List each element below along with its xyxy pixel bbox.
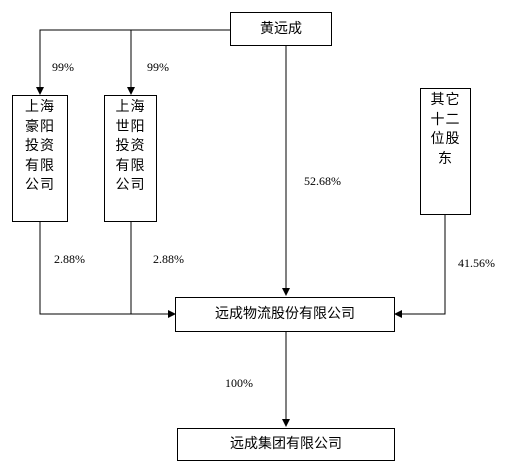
edge-haoyang-to-logistics xyxy=(39,222,176,318)
node-yuancheng-logistics: 远成物流股份有限公司 xyxy=(175,297,395,332)
node-yuancheng-group: 远成集团有限公司 xyxy=(177,428,395,461)
edge-label-shiyang-to-logistics: 2.88% xyxy=(153,252,184,266)
node-huang-yuancheng: 黄远成 xyxy=(230,12,332,46)
node-shanghai-haoyang-label: 上海豪阳投资有限公司 xyxy=(25,99,55,193)
edge-others-to-logistics xyxy=(394,215,446,318)
edge-label-others-to-logistics: 41.56% xyxy=(458,256,495,270)
node-yuancheng-logistics-label: 远成物流股份有限公司 xyxy=(215,306,355,322)
edge-label-huang-to-haoyang: 99% xyxy=(52,60,74,74)
node-other-twelve-shareholders-label: 其它十二位股东 xyxy=(430,92,461,167)
node-yuancheng-group-label: 远成集团有限公司 xyxy=(230,436,342,452)
edge-label-haoyang-to-logistics: 2.88% xyxy=(54,252,85,266)
edge-label-huang-to-shiyang: 99% xyxy=(147,60,169,74)
node-shanghai-shiyang: 上海世阳投资有限公司 xyxy=(104,95,157,222)
node-shanghai-haoyang: 上海豪阳投资有限公司 xyxy=(12,95,68,222)
edge-label-logistics-to-group: 100% xyxy=(225,376,253,390)
edge-huang-to-haoyang xyxy=(36,29,230,95)
node-huang-yuancheng-label: 黄远成 xyxy=(260,20,302,37)
node-shanghai-shiyang-label: 上海世阳投资有限公司 xyxy=(115,99,146,193)
edge-label-huang-to-logistics: 52.68% xyxy=(304,174,341,188)
node-other-twelve-shareholders: 其它十二位股东 xyxy=(420,88,471,215)
